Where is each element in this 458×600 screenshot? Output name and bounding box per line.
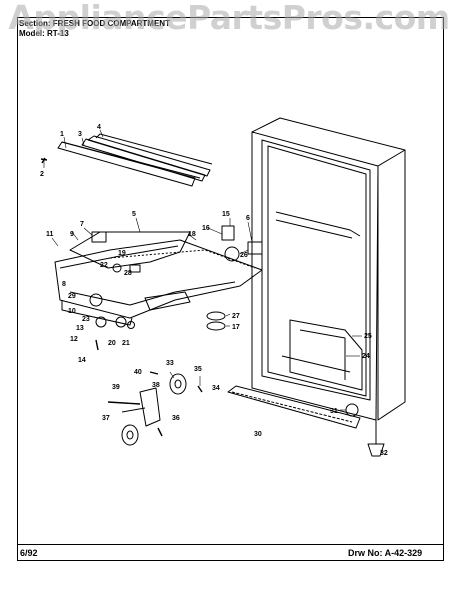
callout-29: 29 [68, 293, 76, 300]
knob-10 [89, 293, 103, 307]
part-17 [206, 321, 226, 331]
damper-16 [224, 246, 240, 262]
leveling-leg-32 [367, 443, 385, 457]
callout-12: 12 [70, 336, 78, 343]
callout-36: 36 [172, 415, 180, 422]
callout-27: 27 [232, 313, 240, 320]
callout-9: 9 [70, 231, 74, 238]
screw-2 [40, 157, 48, 164]
callout-24: 24 [362, 353, 370, 360]
callout-38: 38 [152, 382, 160, 389]
footer-drawing-number: Drw No: A-42-329 [348, 548, 423, 558]
callout-34-top: 34 [212, 385, 220, 392]
leader-lines [43, 129, 362, 411]
callout-8: 8 [62, 281, 66, 288]
callout-19: 19 [118, 250, 126, 257]
callout-2: 2 [40, 171, 44, 178]
top-trim-strips [57, 133, 213, 187]
callout-7: 7 [80, 221, 84, 228]
callout-30: 30 [254, 431, 262, 438]
thermostat-knob-20 [115, 316, 127, 328]
callout-35-top: 35 [194, 366, 202, 373]
callout-37: 37 [102, 415, 110, 422]
callout-11: 11 [46, 231, 54, 238]
callout-40: 40 [134, 369, 142, 376]
callout-31: 31 [330, 408, 338, 415]
part-27 [206, 311, 226, 321]
footer-divider [17, 544, 444, 545]
model-number: Model: RT-13 [19, 29, 69, 38]
roller-assembly [107, 371, 203, 446]
callout-10: 10 [68, 308, 76, 315]
part-26-right [247, 241, 263, 255]
callout-22: 22 [100, 262, 108, 269]
callout-4: 4 [97, 124, 101, 131]
callout-32: 32 [380, 450, 388, 457]
callout-39: 39 [112, 384, 120, 391]
part-22 [112, 263, 122, 273]
kick-plate [227, 385, 361, 429]
screw-14 [95, 339, 99, 351]
part-21 [127, 321, 135, 329]
control-housing [54, 239, 263, 326]
callout-28: 28 [124, 270, 132, 277]
grommet-12 [95, 316, 107, 328]
damper-15 [221, 225, 235, 241]
callout-26: 26 [240, 252, 248, 259]
callout-17: 17 [232, 324, 240, 331]
callout-15: 15 [222, 211, 230, 218]
callout-5: 5 [132, 211, 136, 218]
refrigerator-cabinet [251, 117, 406, 421]
callout-33-top: 33 [166, 360, 174, 367]
callout-18: 18 [188, 231, 196, 238]
callout-3: 3 [78, 131, 82, 138]
part-26-left [129, 264, 141, 273]
callout-25: 25 [364, 333, 372, 340]
callout-1: 1 [60, 131, 64, 138]
callout-labels: 1 2 3 4 5 6 7 8 9 10 11 12 13 14 15 16 1… [40, 124, 388, 457]
footer-date: 6/92 [20, 548, 38, 558]
callout-13: 13 [76, 325, 84, 332]
diagram-sheet-border [17, 17, 444, 561]
callout-6: 6 [246, 215, 250, 222]
callout-21: 21 [122, 340, 130, 347]
callout-20: 20 [108, 340, 116, 347]
control-block-7 [91, 231, 107, 243]
callout-23: 23 [82, 316, 90, 323]
section-title: Section: FRESH FOOD COMPARTMENT [19, 19, 170, 28]
callout-14: 14 [78, 357, 86, 364]
callout-16: 16 [202, 225, 210, 232]
